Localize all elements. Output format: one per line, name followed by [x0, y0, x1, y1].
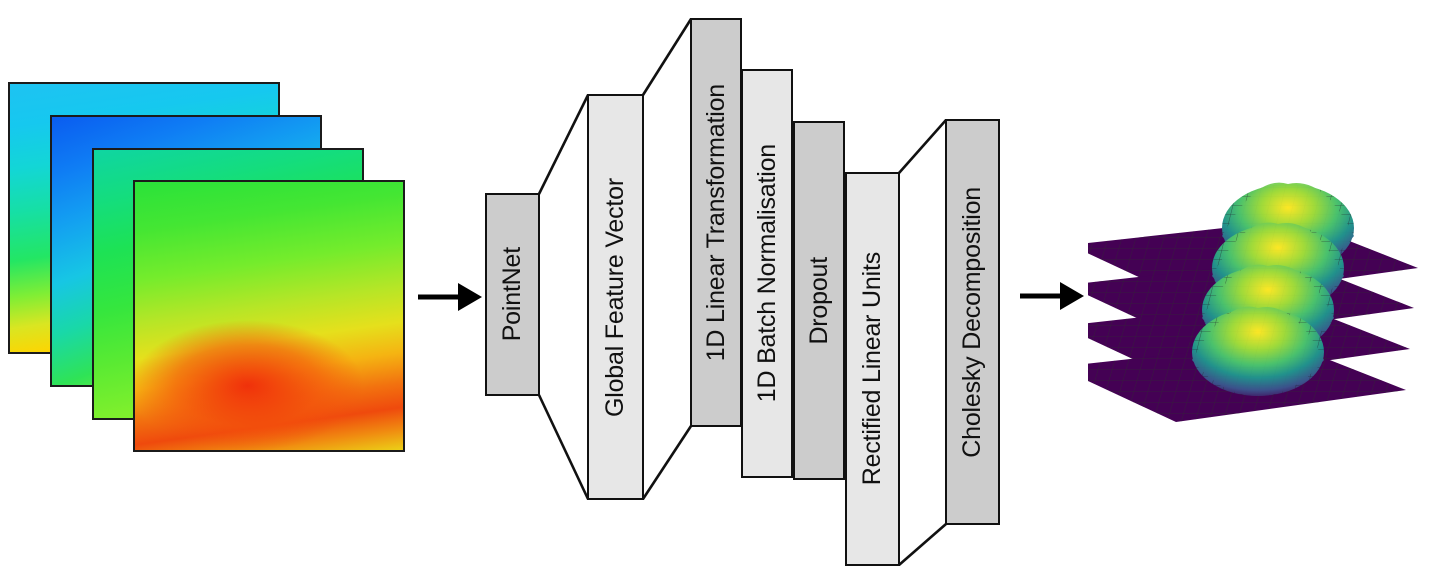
block-rectified-linear-units-label: Rectified Linear Units: [858, 252, 886, 486]
block-dropout[interactable]: Dropout: [793, 121, 845, 480]
block-rectified-linear-units[interactable]: Rectified Linear Units: [845, 172, 900, 566]
dem-tile-4-surface: [135, 182, 403, 450]
block-dropout-label: Dropout: [804, 256, 833, 345]
surface-plane-4: [1088, 306, 1406, 422]
block-pointnet[interactable]: PointNet: [485, 193, 540, 396]
connector-gfv-to-linear: [641, 18, 693, 500]
block-cholesky-decomposition[interactable]: Cholesky Decomposition: [945, 119, 1000, 525]
block-global-feature-vector[interactable]: Global Feature Vector: [587, 94, 644, 500]
output-gaussian-surface-stack: [1088, 182, 1418, 422]
connector-relu-to-cholesky: [898, 119, 947, 566]
block-global-feature-vector-label: Global Feature Vector: [601, 177, 629, 417]
block-pointnet-label: PointNet: [498, 247, 526, 342]
arrow-network-to-output: [1020, 282, 1084, 310]
connector-pointnet-to-gfv: [537, 94, 590, 500]
block-1d-linear-transformation[interactable]: 1D Linear Transformation: [690, 18, 742, 427]
surface-bump-4: [1192, 306, 1324, 396]
block-1d-batch-normalisation[interactable]: 1D Batch Normalisation: [741, 69, 793, 478]
dem-tile-4: [133, 180, 405, 452]
input-dem-stack: [0, 0, 430, 480]
block-1d-linear-transformation-label: 1D Linear Transformation: [701, 83, 730, 362]
block-1d-batch-normalisation-label: 1D Batch Normalisation: [752, 144, 781, 403]
block-cholesky-decomposition-label: Cholesky Decomposition: [958, 186, 986, 458]
